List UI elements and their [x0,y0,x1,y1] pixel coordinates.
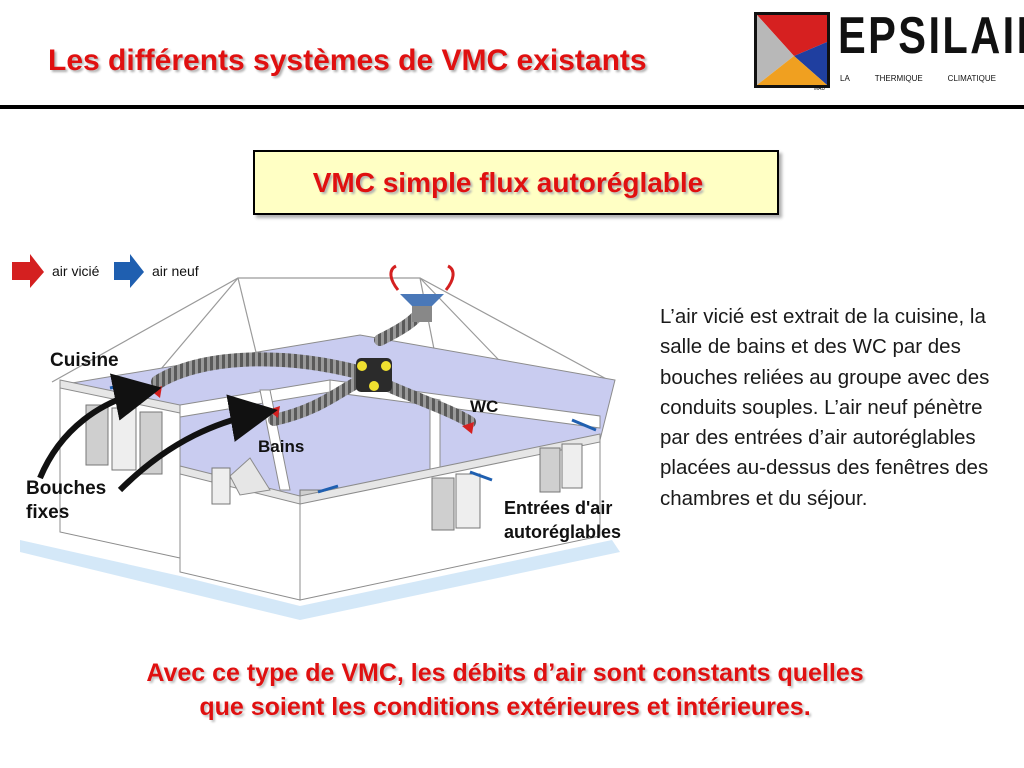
epsilair-logo-icon [754,12,830,88]
label-fixed-line2: fixes [26,502,69,523]
fresh-air-arrow-icon [114,254,144,288]
callout-arrow-bath [117,394,278,493]
footer-line-1: Avec ce type de VMC, les débits d’air so… [146,659,864,687]
label-kitchen: Cuisine [50,350,119,371]
label-wc: WC [470,397,498,416]
logo-wordmark: EPSILAIR [838,7,1024,65]
right-wing [299,433,601,601]
label-inlets-line2: autoréglables [504,522,621,542]
legend-stale-label: air vicié [52,263,100,279]
logo-tagline-la: LA [840,74,850,83]
legend-fresh-label: air neuf [152,263,199,279]
legend-fresh-air: air neuf [114,254,199,288]
footer-note: Avec ce type de VMC, les débits d’air so… [0,656,1010,724]
legend-stale-air: air vicié [12,254,100,288]
callout-arrow-kitchen [37,373,162,480]
label-inlets-line1: Entrées d'air [504,498,612,518]
logo-tagline-climatique: CLIMATIQUE [947,74,996,83]
subtitle-box: VMC simple flux autoréglable [253,150,779,215]
description-text: L’air vicié est extrait de la cuisine, l… [660,305,990,510]
footer-line-2: que soient les conditions extérieures et… [199,693,811,721]
ground-shadow [20,540,620,620]
subtitle-text: VMC simple flux autoréglable [312,166,704,198]
label-fixed-line1: Bouches [26,478,106,499]
logo-tagline: LA THERMIQUE CLIMATIQUE [840,74,996,83]
logo-tagline-thermique: THERMIQUE [874,74,923,83]
title-divider [0,105,1024,109]
vmc-fan-unit [356,358,392,392]
stale-air-arrow-icon [12,254,44,288]
logo-small-mark: MAD [814,86,826,92]
label-bath: Bains [258,437,304,456]
house-ventilation-diagram: air vicié air neuf [12,254,621,620]
left-wing [59,379,181,559]
roof-outlet [389,264,455,322]
slide-title: Les différents systèmes de VMC existants [48,44,647,77]
